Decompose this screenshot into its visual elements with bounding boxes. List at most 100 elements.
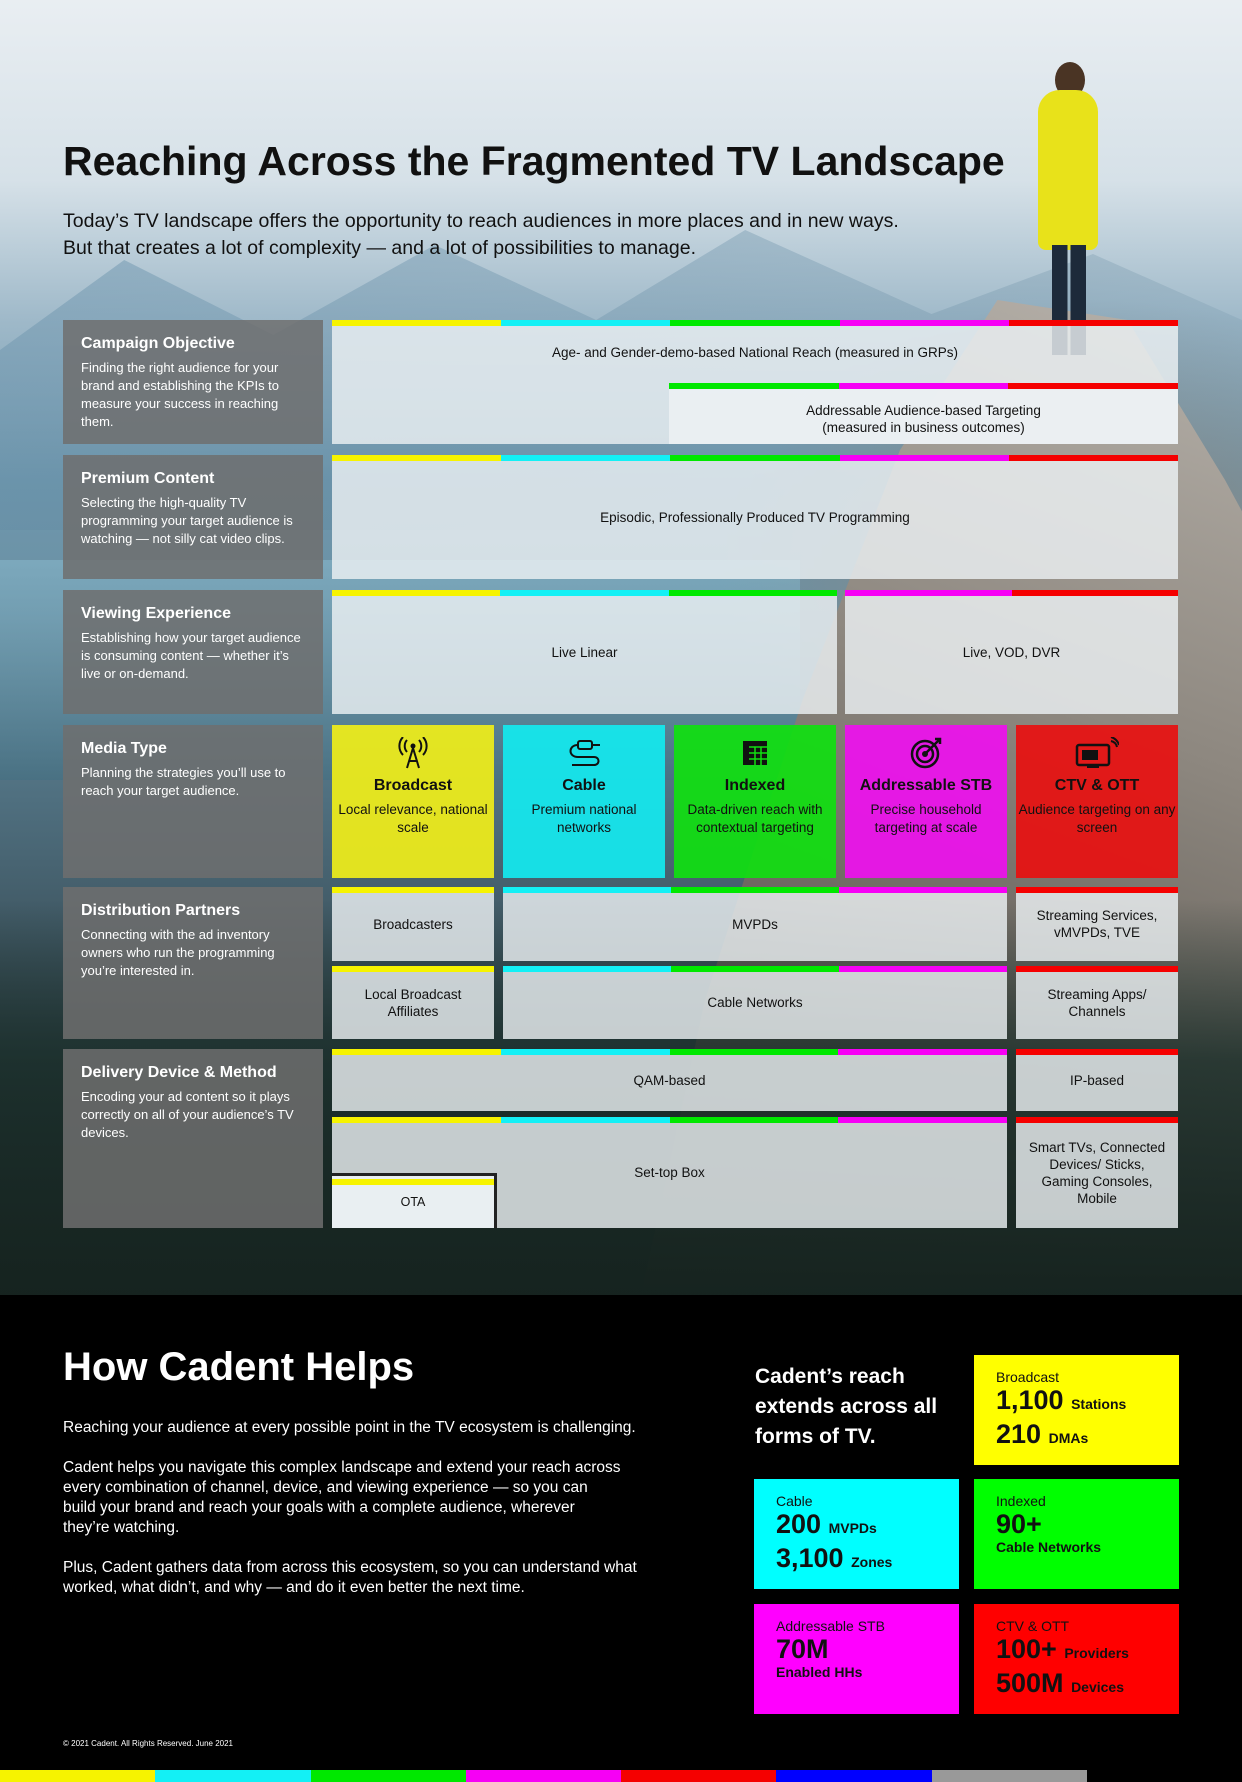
intro-line-2: But that creates a lot of complexity — a…	[63, 237, 696, 259]
stat-value: 200	[776, 1509, 822, 1539]
row-desc: Finding the right audience for your bran…	[81, 360, 280, 429]
smart-tvs-cell: Smart TVs, Connected Devices/ Sticks, Ga…	[1016, 1117, 1178, 1228]
ip-based-cell: IP-based	[1016, 1049, 1178, 1111]
media-addressable-stb: Addressable STB Precise household target…	[845, 725, 1007, 878]
row-title: Delivery Device & Method	[81, 1064, 277, 1081]
row-desc: Connecting with the ad inventory owners …	[81, 927, 275, 978]
media-ctv-ott: CTV & OTT Audience targeting on any scre…	[1016, 725, 1178, 878]
stat-value: 3,100	[776, 1543, 844, 1573]
row-label-viewing-experience: Viewing Experience Establishing how your…	[63, 590, 323, 714]
row-label-media-type: Media Type Planning the strategies you’l…	[63, 725, 323, 878]
media-desc: Premium national networks	[531, 802, 637, 835]
cell-label: IP-based	[1069, 1072, 1125, 1088]
stat-value: 70M	[776, 1634, 829, 1664]
row-desc: Planning the strategies you’ll use to re…	[81, 765, 286, 798]
media-cable: Cable Premium national networks	[503, 725, 665, 878]
cell-label-2: (measured in business outcomes)	[822, 419, 1025, 435]
cable-icon	[569, 740, 600, 766]
tv-icon	[1075, 737, 1119, 768]
intro-line-1: Today’s TV landscape offers the opportun…	[63, 210, 899, 232]
cell-label: Age- and Gender-demo-based National Reac…	[552, 345, 958, 360]
cell-label: Broadcasters	[373, 916, 453, 932]
row-label-distribution-partners: Distribution Partners Connecting with th…	[63, 887, 323, 1039]
media-title: Cable	[562, 777, 606, 794]
media-desc: Data-driven reach with contextual target…	[687, 802, 823, 835]
grid-icon	[743, 741, 767, 765]
row-title: Viewing Experience	[81, 605, 231, 622]
reach-statement: Cadent’s reach extends across all forms …	[755, 1365, 938, 1448]
helps-paragraph-3: Plus, Cadent gathers data from across th…	[63, 1559, 637, 1596]
row-title: Media Type	[81, 740, 167, 757]
local-affiliates-cell: Local Broadcast Affiliates	[332, 966, 494, 1039]
cell-label: Local Broadcast Affiliates	[364, 986, 462, 1019]
helps-paragraph-1: Reaching your audience at every possible…	[63, 1419, 636, 1436]
stat-unit: Zones	[851, 1554, 893, 1570]
streaming-apps-cell: Streaming Apps/ Channels	[1016, 966, 1178, 1039]
media-title: Broadcast	[373, 777, 453, 794]
row-desc: Establishing how your target audience is…	[81, 630, 301, 681]
stat-unit: Providers	[1064, 1645, 1129, 1661]
cell-label: Episodic, Professionally Produced TV Pro…	[600, 509, 910, 525]
media-desc: Audience targeting on any screen	[1018, 802, 1176, 835]
cell-label: QAM-based	[633, 1072, 706, 1088]
cell-label: Cable Networks	[707, 995, 803, 1010]
qam-based-cell: QAM-based	[332, 1049, 1007, 1111]
cell-label: Set-top Box	[634, 1165, 705, 1180]
color-bar-footer	[0, 1770, 1242, 1782]
target-icon	[910, 737, 942, 769]
live-linear-cell: Live Linear	[332, 590, 837, 714]
media-title: Indexed	[724, 777, 786, 794]
stat-label: Addressable STB	[776, 1618, 885, 1634]
row-label-premium-content: Premium Content Selecting the high-quali…	[63, 455, 323, 579]
row-desc: Selecting the high-quality TV programmin…	[81, 495, 293, 546]
stat-value: 500M	[996, 1668, 1064, 1698]
stat-unit: Devices	[1071, 1679, 1124, 1695]
stat-label: CTV & OTT	[996, 1618, 1070, 1634]
live-vod-dvr-cell: Live, VOD, DVR	[845, 590, 1178, 714]
media-desc: Precise household targeting at scale	[870, 802, 982, 835]
how-cadent-helps-title: How Cadent Helps	[63, 1345, 415, 1389]
cell-label: Smart TVs, Connected Devices/ Sticks, Ga…	[1028, 1139, 1166, 1206]
cell-label: Streaming Services, vMVPDs, TVE	[1036, 908, 1158, 940]
stat-addressable-stb: Addressable STB 70M Enabled HHs	[754, 1604, 959, 1714]
row-title: Premium Content	[81, 470, 215, 487]
stat-cable: Cable 200 MVPDs 3,100 Zones	[754, 1479, 959, 1589]
stat-ctv-ott: CTV & OTT 100+ Providers 500M Devices	[974, 1604, 1179, 1714]
media-desc: Local relevance, national scale	[338, 802, 488, 835]
intro-text: Today’s TV landscape offers the opportun…	[63, 208, 899, 262]
mvpds-cell: MVPDs	[503, 887, 1007, 961]
stat-broadcast: Broadcast 1,100 Stations 210 DMAs	[974, 1355, 1179, 1465]
cell-label-1: Addressable Audience-based Targeting	[806, 402, 1041, 418]
row-label-delivery-device: Delivery Device & Method Encoding your a…	[63, 1049, 323, 1228]
stat-value: 100+	[996, 1634, 1057, 1664]
broadcasters-cell: Broadcasters	[332, 887, 494, 961]
stat-unit: MVPDs	[828, 1520, 877, 1536]
media-indexed: Indexed Data-driven reach with contextua…	[674, 725, 836, 878]
copyright: © 2021 Cadent. All Rights Reserved. June…	[63, 1739, 233, 1748]
stat-unit: Stations	[1071, 1396, 1127, 1412]
cell-label: MVPDs	[732, 916, 778, 932]
hiker-yellow-jacket	[1038, 90, 1098, 250]
cell-label: Live, VOD, DVR	[962, 644, 1061, 660]
episodic-programming-cell: Episodic, Professionally Produced TV Pro…	[332, 455, 1179, 579]
media-broadcast: Broadcast Local relevance, national scal…	[332, 725, 494, 878]
stat-indexed: Indexed 90+ Cable Networks	[974, 1479, 1179, 1589]
stat-label: Cable	[776, 1493, 813, 1509]
media-title: CTV & OTT	[1054, 777, 1140, 794]
stat-label: Broadcast	[996, 1369, 1060, 1385]
streaming-services-cell: Streaming Services, vMVPDs, TVE	[1016, 887, 1178, 961]
row-title: Campaign Objective	[81, 335, 235, 352]
row-desc: Encoding your ad content so it plays cor…	[81, 1089, 294, 1140]
stat-sub: Cable Networks	[996, 1539, 1102, 1555]
ota-cell: OTA	[332, 1173, 497, 1228]
stat-sub: Enabled HHs	[776, 1664, 863, 1680]
row-label-campaign-objective: Campaign Objective Finding the right aud…	[63, 320, 323, 444]
page-title: Reaching Across the Fragmented TV Landsc…	[63, 138, 1005, 184]
stat-value: 210	[996, 1419, 1042, 1449]
stat-value: 1,100	[996, 1385, 1064, 1415]
stat-value: 90+	[996, 1509, 1042, 1539]
cell-label: OTA	[400, 1194, 426, 1209]
cell-label: Live Linear	[551, 644, 618, 660]
antenna-icon	[398, 737, 428, 769]
stat-label: Indexed	[996, 1493, 1046, 1509]
